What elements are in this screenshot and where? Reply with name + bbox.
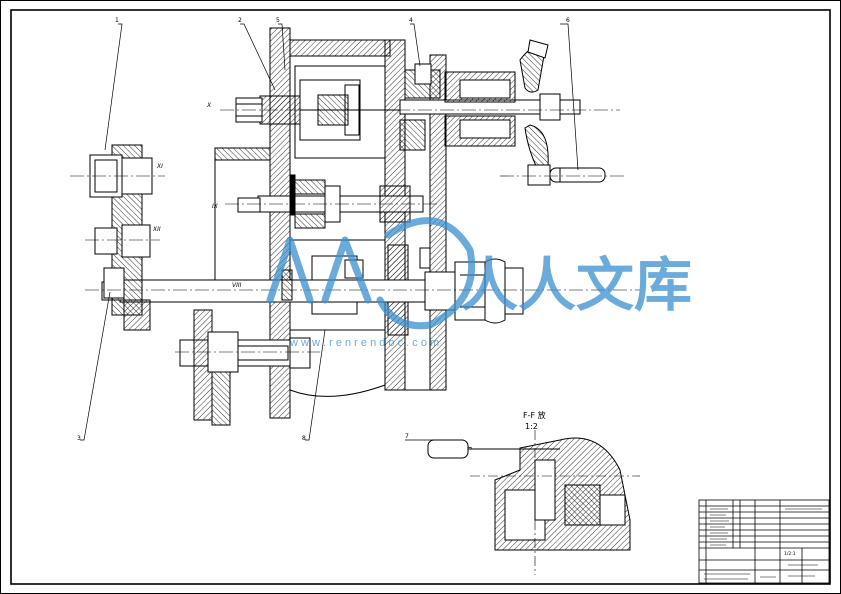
balloon-4: 4 — [409, 17, 413, 24]
watermark: 人人文库 w w w . r e n r e n d o c . c o m — [266, 217, 692, 349]
balloon-3: 3 — [77, 435, 81, 442]
watermark-logo — [266, 217, 476, 330]
balloon-1: 1 — [115, 17, 119, 24]
section-labels: F-F 放 1:2 — [523, 410, 546, 431]
shaft-xii — [119, 279, 441, 303]
balloon-6: 6 — [566, 17, 570, 24]
inner-frame — [10, 9, 831, 585]
section-title: F-F 放 — [523, 410, 546, 420]
housing-break-line — [289, 384, 386, 397]
shaft-label-xi: XI — [156, 163, 163, 170]
balloon-5: 5 — [276, 17, 280, 24]
handwheel-handle — [549, 167, 606, 183]
balloon-8: 8 — [302, 435, 306, 442]
output-coupling — [504, 267, 524, 315]
shaft-label-xii: XII — [152, 226, 161, 233]
housing-top-wall — [289, 39, 391, 57]
balloon-2: 2 — [238, 17, 242, 24]
title-block-scale: 1/2:1 — [784, 551, 796, 557]
shaft-label-x: X — [206, 102, 212, 109]
title-block-text-marks — [704, 508, 822, 580]
balloon-7: 7 — [405, 433, 409, 440]
watermark-text: 人人文库 — [460, 253, 692, 318]
shaft-labels: X XI IX XII VIII — [152, 102, 242, 289]
title-block — [698, 499, 830, 584]
housing-left-wall — [269, 27, 291, 419]
section-scale: 1:2 — [525, 422, 538, 431]
watermark-url: w w w . r e n r e n d o c . c o m — [289, 337, 439, 349]
centerlines — [70, 109, 640, 353]
section-handle — [427, 439, 469, 459]
shaft-label-ix: IX — [212, 203, 219, 210]
shaft-label-viii: VIII — [232, 282, 242, 289]
section-ff-view — [427, 430, 640, 575]
part-balloons: 1 2 5 4 6 3 8 7 — [77, 17, 570, 442]
base-flange — [214, 147, 271, 161]
